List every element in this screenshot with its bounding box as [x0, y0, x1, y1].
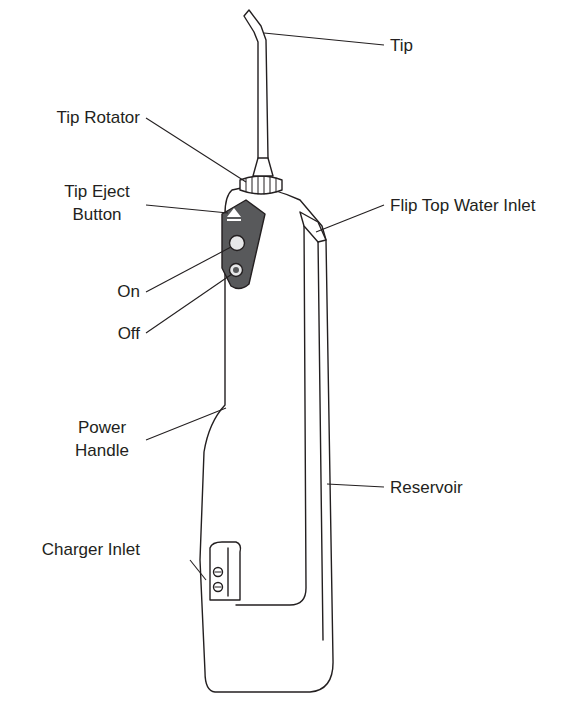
eject-symbol — [227, 208, 241, 217]
charger-inlet-recess — [227, 548, 228, 596]
leader-line — [190, 560, 206, 580]
leader-line — [316, 205, 384, 232]
flip-top-lid — [300, 212, 326, 242]
leader-line — [146, 274, 232, 333]
on-button — [230, 236, 245, 251]
off-button-inner — [233, 267, 239, 273]
eject-bar — [227, 219, 241, 221]
reservoir-front-edge — [318, 238, 323, 640]
part-label: Reservoir — [390, 476, 540, 499]
part-label: On — [80, 280, 140, 303]
part-label: Off — [80, 322, 140, 345]
part-label: Flip Top Water Inlet — [390, 194, 580, 217]
body-outline — [200, 188, 333, 692]
part-label: Tip Rotator — [10, 106, 140, 129]
charger-pin-mark — [215, 572, 221, 587]
leader-line — [146, 205, 228, 213]
charger-inlet — [210, 542, 241, 600]
tip-rotator — [240, 176, 282, 194]
leader-line — [327, 484, 384, 487]
part-label: Power Handle — [64, 416, 140, 462]
button-panel — [222, 200, 265, 289]
tip-base — [258, 157, 268, 158]
part-label: Tip Eject Button — [54, 180, 140, 226]
leader-line — [146, 247, 231, 292]
part-label: Charger Inlet — [10, 538, 140, 561]
leader-line — [146, 118, 246, 182]
leader-line — [146, 408, 226, 440]
rotator-ridges — [246, 176, 276, 194]
tip-nozzle — [244, 10, 273, 176]
part-label: Tip — [390, 34, 510, 57]
leader-line — [264, 33, 384, 45]
